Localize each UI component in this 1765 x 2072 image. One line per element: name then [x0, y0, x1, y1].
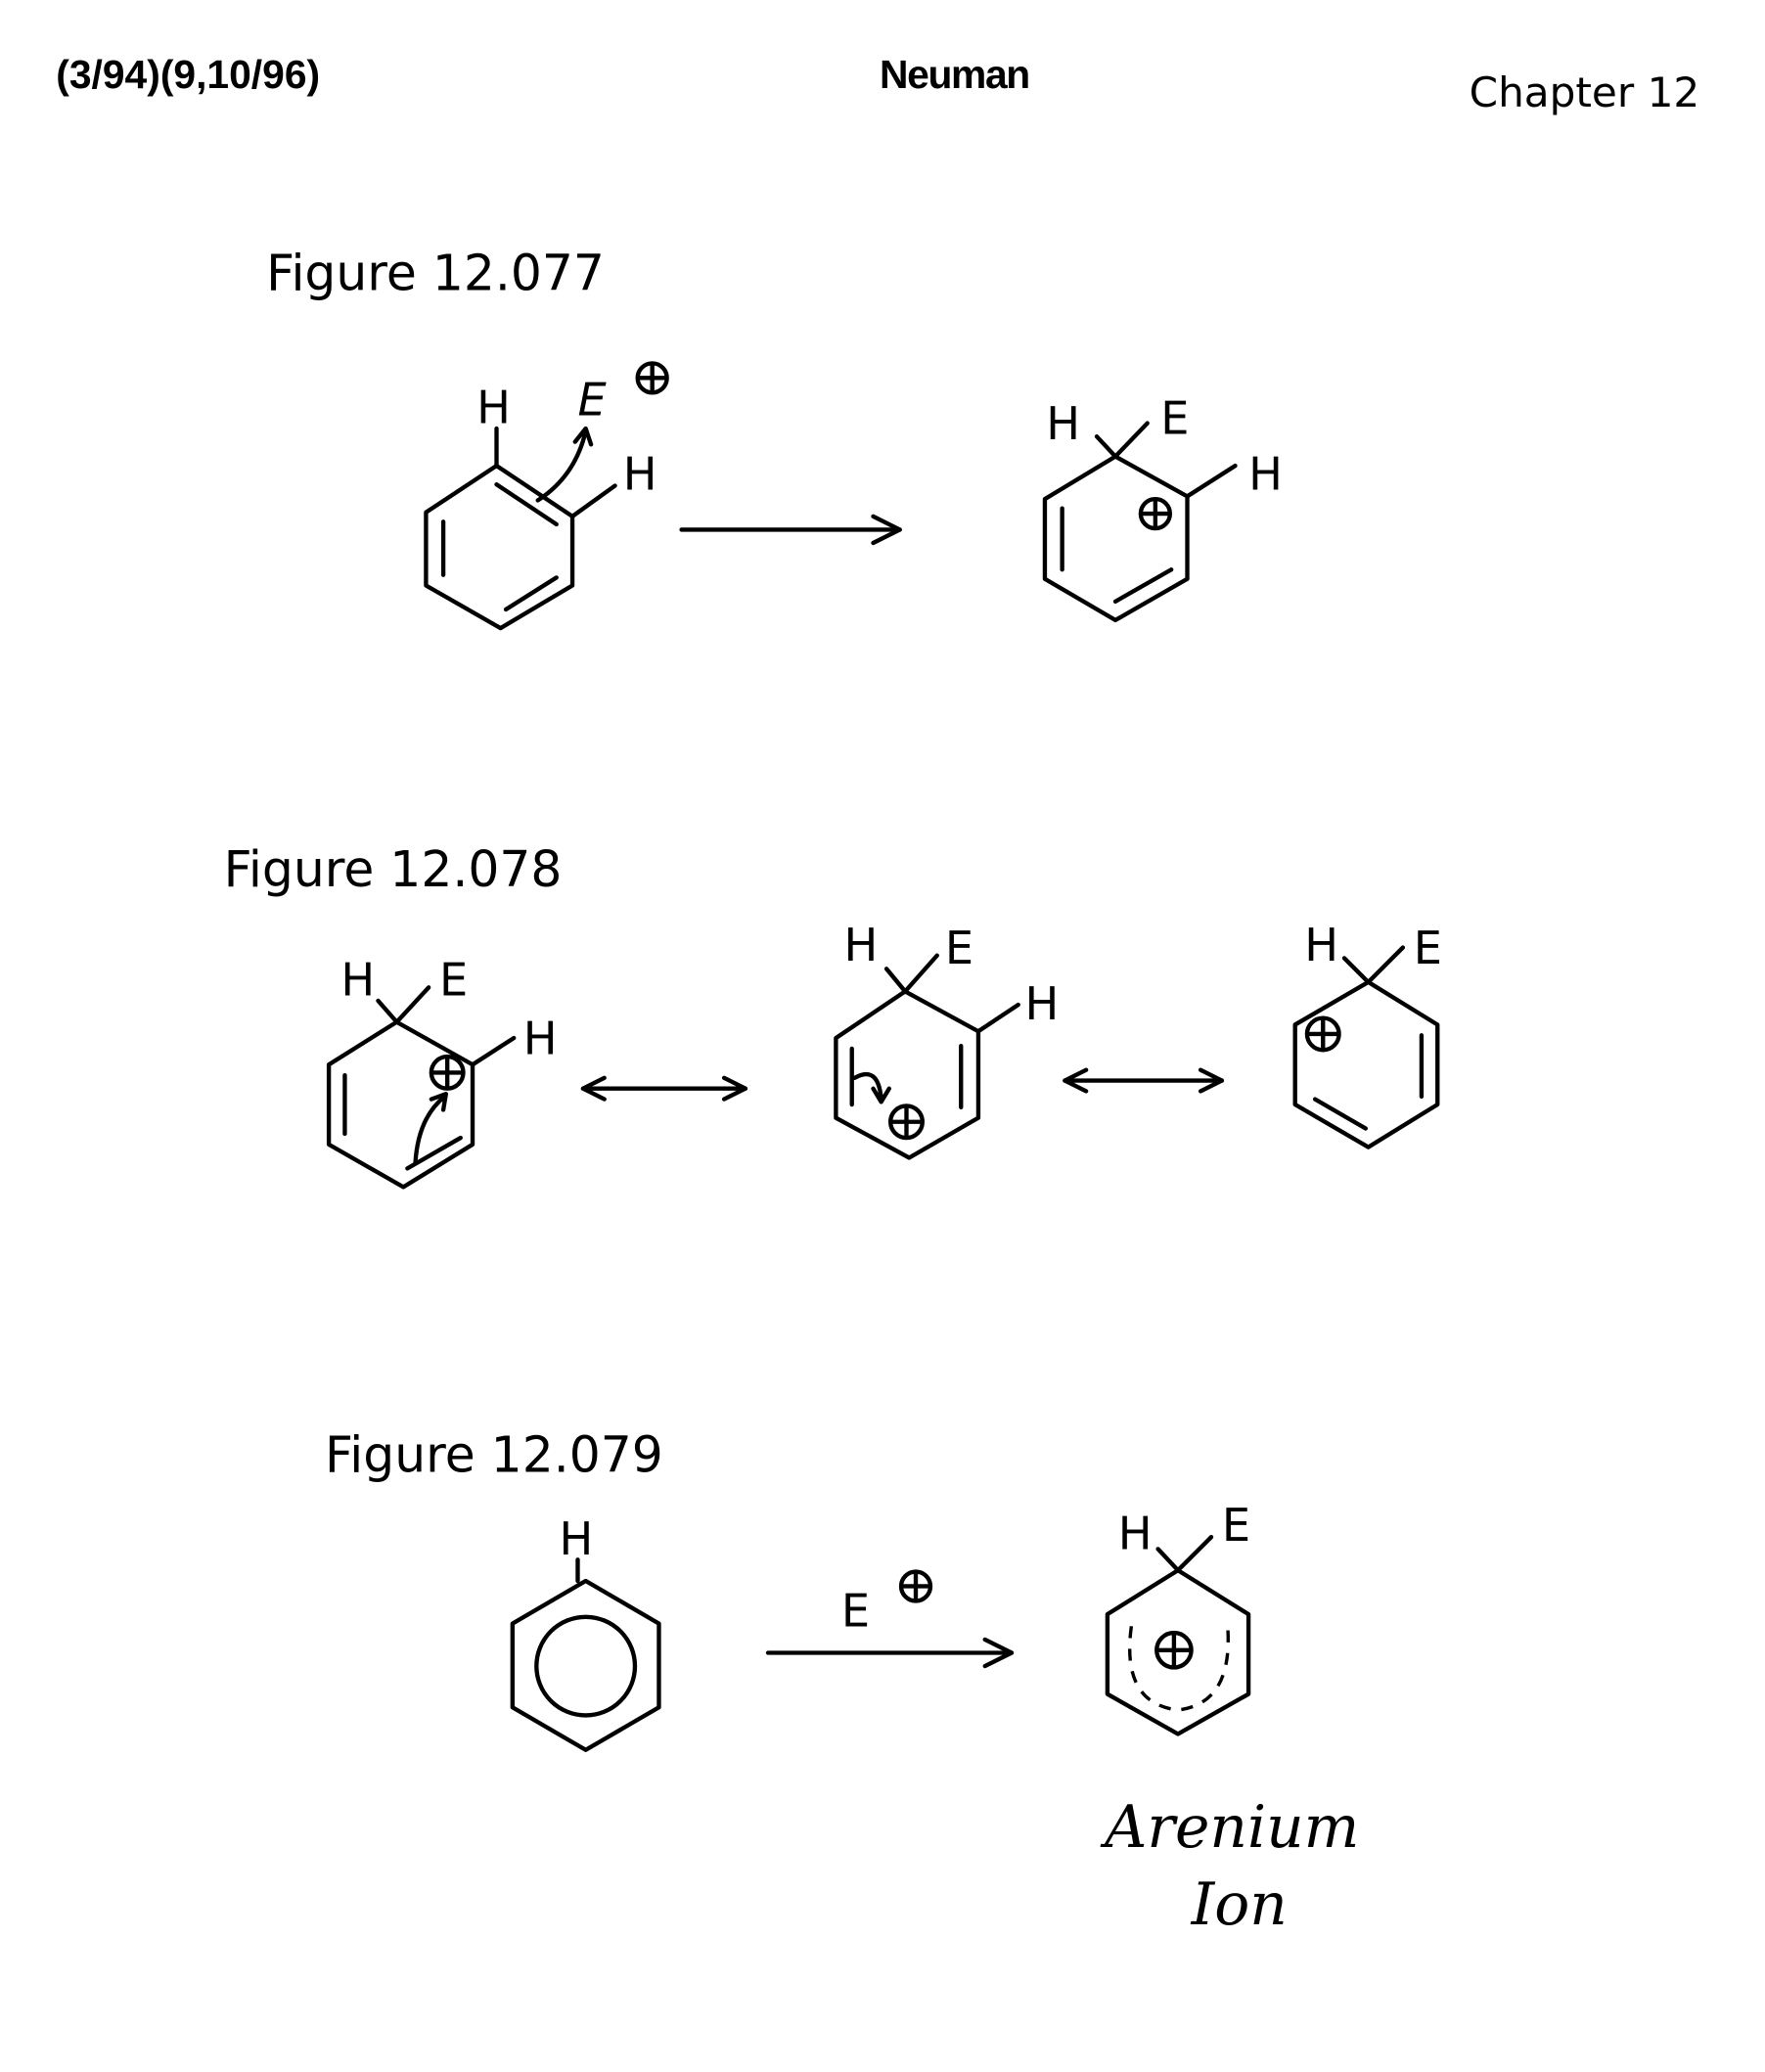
atom-h: H [844, 919, 879, 971]
atom-e: E [945, 922, 973, 974]
atom-e: E [1414, 922, 1442, 974]
atom-e: E [1222, 1499, 1250, 1552]
atom-h: H [623, 448, 657, 501]
atom-h: H [523, 1012, 558, 1064]
atom-h: H [559, 1512, 593, 1565]
figure-label: Figure 12.079 [325, 1426, 663, 1484]
benzene-circle-structure: H [510, 1512, 661, 1752]
atom-h: H [1025, 977, 1060, 1030]
carbocation-product: H E H [1042, 391, 1283, 623]
arenium-ion-structure: H E [1105, 1499, 1251, 1736]
plus-charge-icon [887, 1104, 925, 1141]
atom-h: H [476, 382, 511, 434]
atom-h: H [1118, 1507, 1153, 1559]
curved-arrow-icon [535, 426, 594, 503]
caption-arenium: Arenium [1100, 1793, 1359, 1862]
header-dates: (3/94)(9,10/96) [56, 52, 320, 97]
atom-e: E [1160, 391, 1189, 444]
plus-charge-icon [635, 361, 669, 395]
plus-charge-icon [898, 1569, 933, 1603]
benzene-reactant: H E H [424, 361, 669, 631]
atom-h: H [340, 954, 375, 1007]
atom-h: H [1046, 397, 1080, 450]
figure-12-078: Figure 12.078 H E H H E H [224, 840, 1442, 1190]
figure-12-077: Figure 12.077 H E H H E H [266, 245, 1283, 631]
curved-arrow-icon [852, 1071, 891, 1104]
header-chapter: Chapter 12 [1470, 68, 1700, 116]
reagent-e: E [841, 1584, 870, 1637]
resonance-structure-b: H E H [834, 919, 1060, 1160]
plus-charge-icon [1304, 1015, 1341, 1053]
reaction-arrow-icon [765, 1637, 1015, 1669]
atom-e: E [439, 954, 468, 1007]
header-author: Neuman [880, 52, 1029, 97]
plus-charge-icon [1138, 496, 1173, 531]
resonance-structure-a: H E H [326, 954, 558, 1190]
plus-charge-icon [429, 1054, 466, 1091]
reaction-arrow-icon [679, 514, 902, 546]
plus-charge-icon [1154, 1630, 1194, 1670]
figure-label: Figure 12.077 [266, 245, 605, 302]
resonance-arrow-icon [580, 1075, 748, 1102]
caption-ion: Ion [1191, 1870, 1288, 1939]
curved-arrow-icon [413, 1091, 448, 1166]
figure-label: Figure 12.078 [224, 840, 563, 898]
atom-h: H [1304, 919, 1338, 971]
resonance-structure-c: H E [1292, 919, 1442, 1149]
atom-e: E [577, 373, 607, 426]
figure-12-079: Figure 12.079 H E H E Arenium Ion [325, 1426, 1359, 1940]
resonance-arrow-icon [1063, 1067, 1225, 1094]
atom-h: H [1248, 448, 1283, 501]
